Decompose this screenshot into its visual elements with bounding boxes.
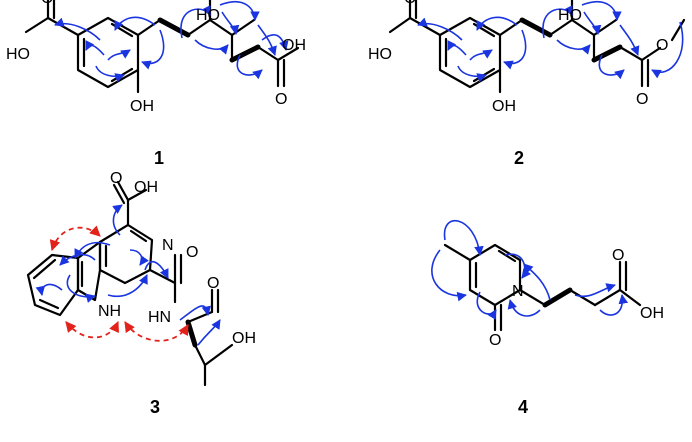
c3-acid-o-label: O — [110, 170, 122, 187]
c2-carbonyl-o-label: O — [636, 91, 648, 108]
c2-acid-o-label: O — [404, 0, 416, 7]
compound-3-structure: O O O — [26, 170, 256, 417]
compound-1-structure: HO OH HO OH 1 — [6, 0, 306, 168]
c4-pyridone-o-label: O — [489, 332, 501, 349]
c4-acid-oh-label: OH — [640, 305, 664, 322]
compound-3-number: 3 — [150, 397, 160, 417]
c3-leu-carbonyl-o-label: O — [207, 275, 219, 292]
c1-carbonyl-o-label: O — [275, 91, 287, 108]
c4-acid-o-label: O — [612, 247, 624, 264]
compound-2-structure: O O O O O HO OH HO 2 — [41, 0, 686, 168]
c3-ring-n-label: N — [162, 237, 174, 254]
compound-1-number: 1 — [154, 148, 164, 168]
compound-2-number: 2 — [514, 148, 524, 168]
c2-ester-o-label: O — [656, 37, 668, 54]
c1-oh-acid2-label: OH — [282, 37, 306, 54]
c3-indole-nh-label: NH — [98, 303, 121, 320]
c2-ho-tert-label: HO — [558, 7, 582, 24]
c1-ho-acid-label: HO — [6, 46, 30, 63]
c2-oh-phenol-label: OH — [492, 98, 516, 115]
c3-amide-o-label: O — [186, 244, 198, 261]
c1-oh-phenol-label: OH — [130, 98, 154, 115]
compound-4-number: 4 — [518, 397, 528, 417]
c3-cooh-oh-label: OH — [134, 179, 158, 196]
compound-4-structure: O O N OH 4 — [431, 219, 664, 417]
c4-ring-n-label: N — [512, 283, 524, 300]
c1-ho-tert-label: HO — [196, 7, 220, 24]
c1-acid-o-label: O — [41, 0, 53, 7]
c2-ho-acid-label: HO — [368, 46, 392, 63]
c3-amide-hn-label: HN — [148, 309, 171, 326]
c3-leu-oh-label: OH — [232, 330, 256, 347]
